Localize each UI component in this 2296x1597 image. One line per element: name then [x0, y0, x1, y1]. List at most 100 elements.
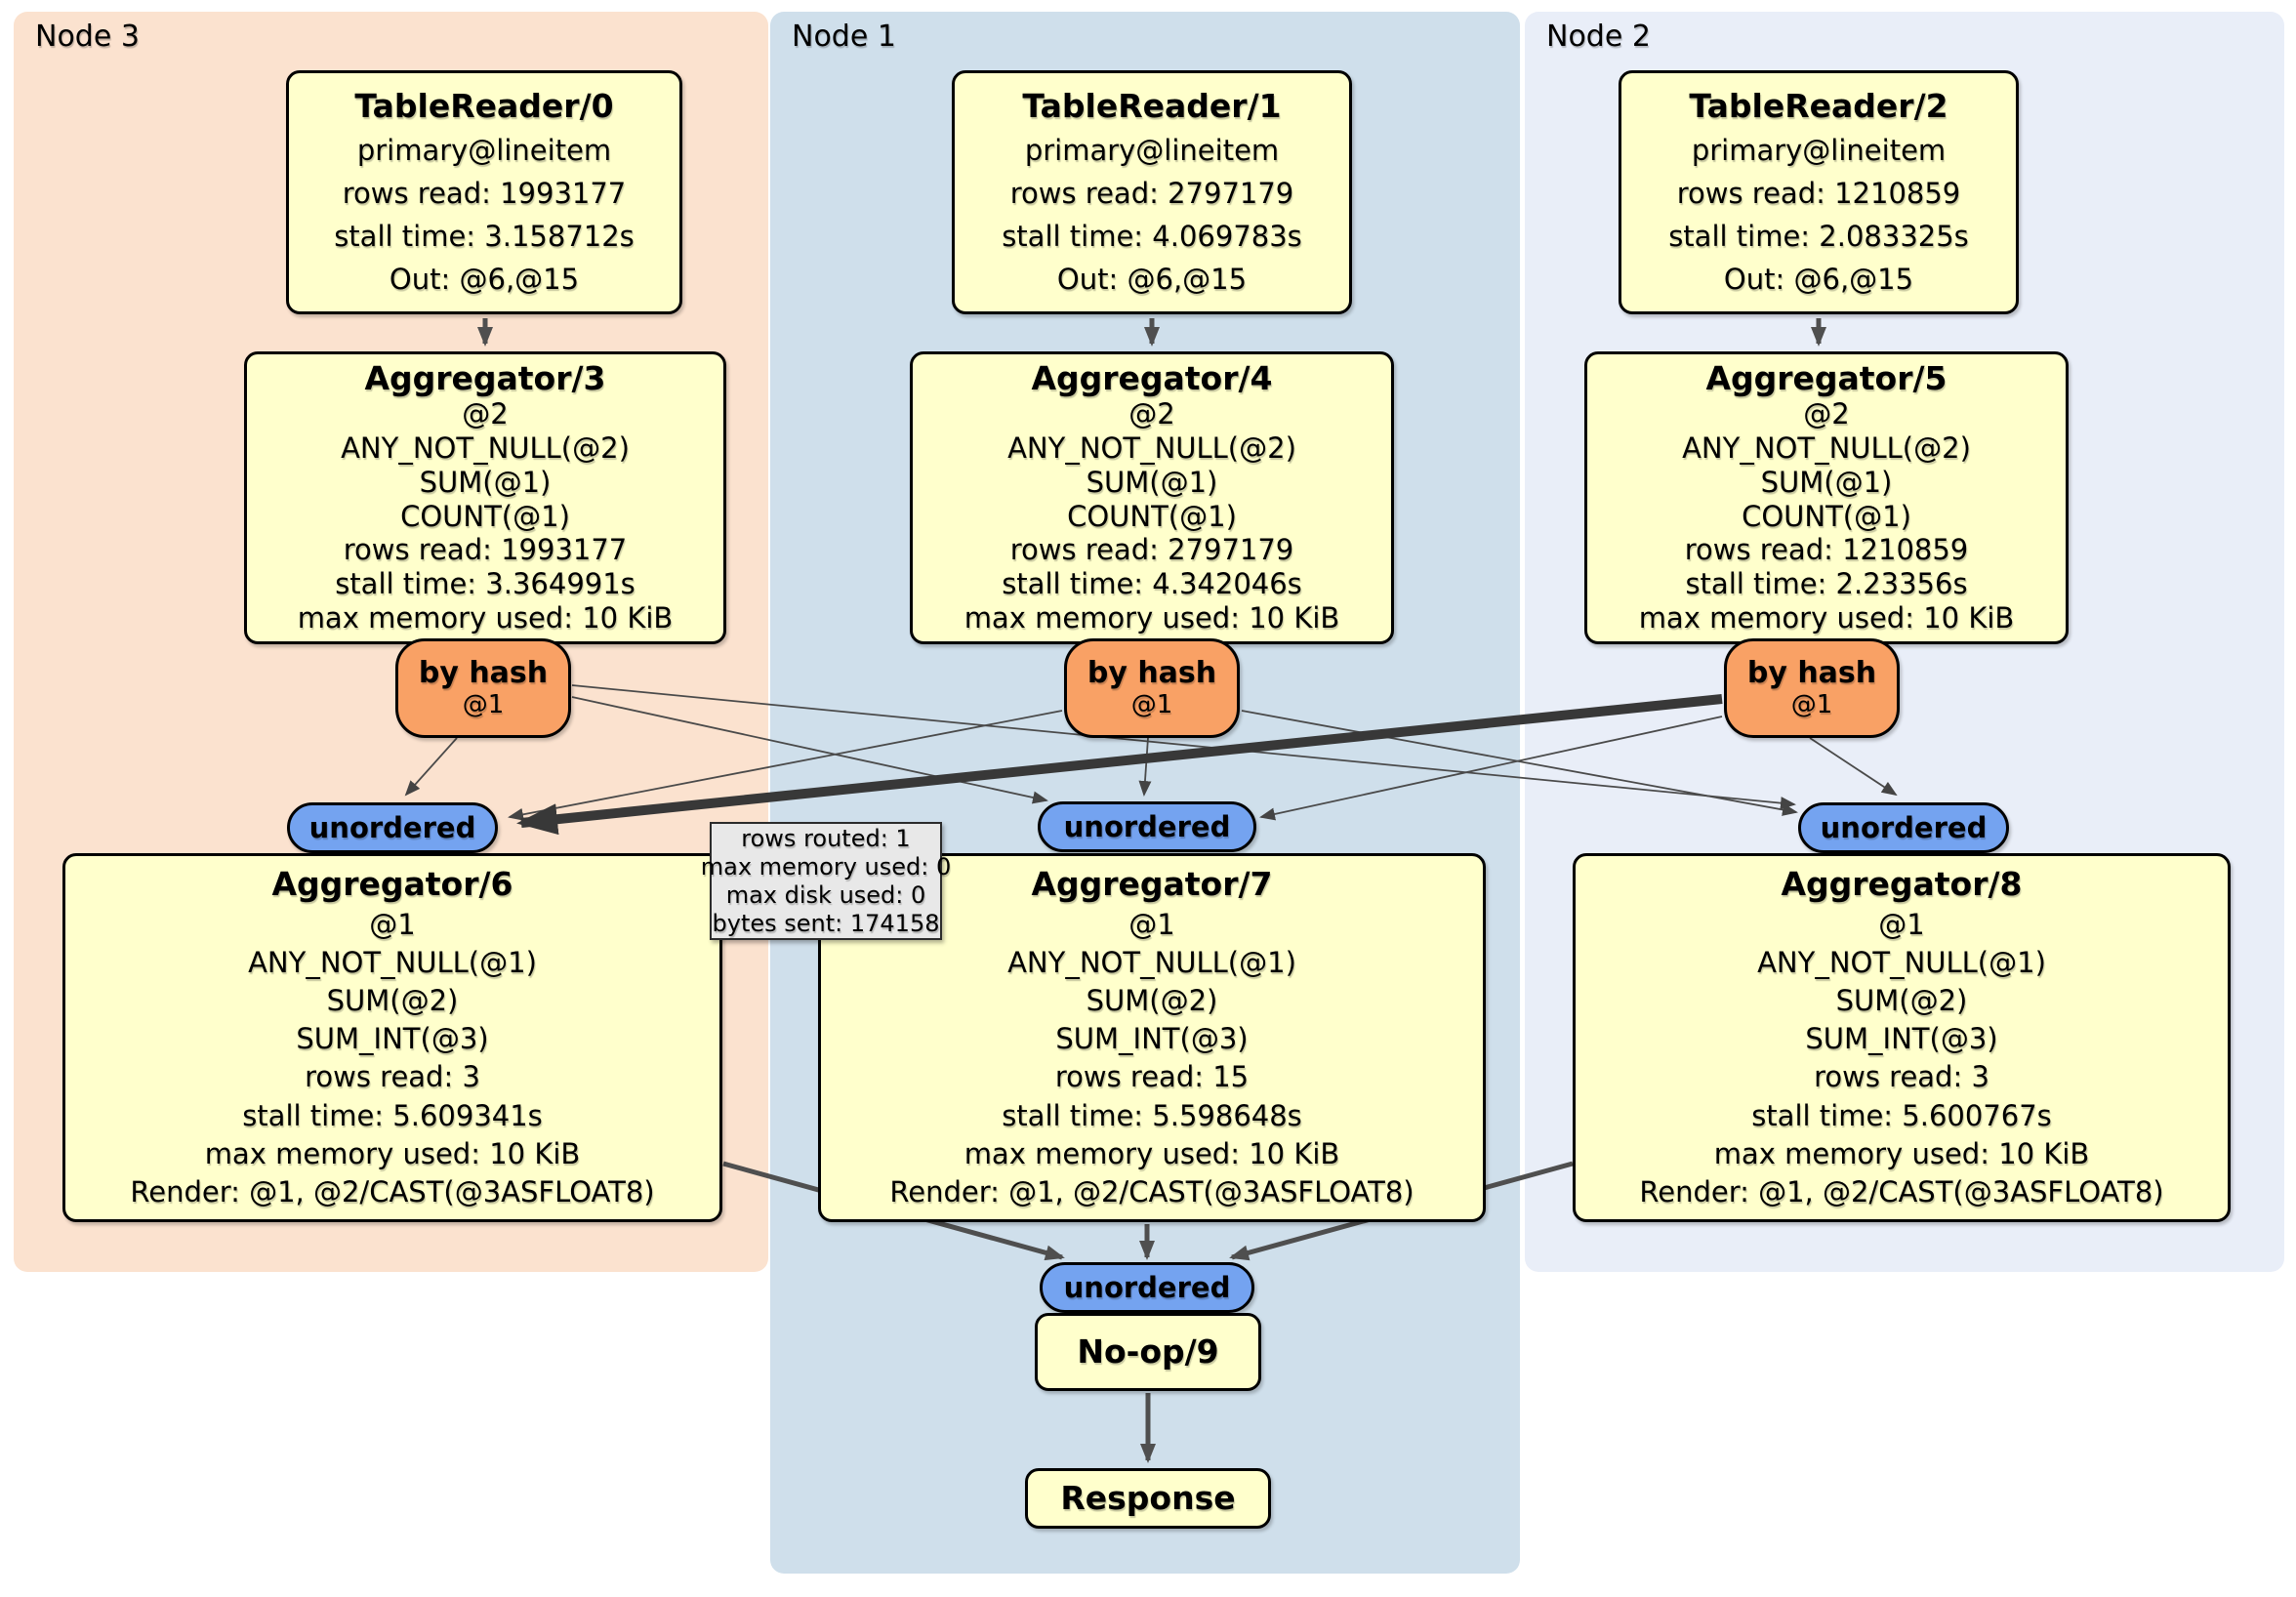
box-line: SUM(@2) — [326, 984, 459, 1018]
box-tablereader-2[interactable]: TableReader/2 primary@lineitem rows read… — [1619, 70, 2019, 314]
box-line: ANY_NOT_NULL(@2) — [1682, 431, 1971, 465]
box-line: primary@lineitem — [1691, 134, 1947, 168]
box-line: Render: @1, @2/CAST(@3ASFLOAT8) — [1639, 1174, 2164, 1208]
box-aggregator-4[interactable]: Aggregator/4 @2 ANY_NOT_NULL(@2) SUM(@1)… — [910, 351, 1394, 644]
box-line: Render: @1, @2/CAST(@3ASFLOAT8) — [889, 1174, 1414, 1208]
box-line: stall time: 5.609341s — [242, 1098, 543, 1132]
box-noop-9[interactable]: No-op/9 — [1035, 1313, 1261, 1391]
sync-label: unordered — [1063, 1271, 1231, 1304]
box-tablereader-0[interactable]: TableReader/0 primary@lineitem rows read… — [286, 70, 682, 314]
region-label-node1: Node 1 — [792, 20, 896, 54]
box-line: @1 — [1128, 907, 1175, 941]
box-tablereader-1[interactable]: TableReader/1 primary@lineitem rows read… — [952, 70, 1352, 314]
box-line: stall time: 3.364991s — [335, 567, 636, 601]
box-aggregator-3[interactable]: Aggregator/3 @2 ANY_NOT_NULL(@2) SUM(@1)… — [244, 351, 726, 644]
box-line: @2 — [1128, 397, 1175, 431]
box-line: ANY_NOT_NULL(@1) — [1757, 945, 2046, 979]
box-line: SUM(@1) — [1086, 465, 1218, 499]
box-line: stall time: 3.158712s — [334, 220, 635, 254]
box-line: COUNT(@1) — [1067, 499, 1237, 533]
box-line: rows read: 3 — [305, 1060, 480, 1094]
box-title: TableReader/2 — [1689, 87, 1948, 126]
router-detail: @1 — [462, 690, 505, 719]
box-line: COUNT(@1) — [1742, 499, 1911, 533]
box-line: Out: @6,@15 — [1723, 263, 1914, 297]
sync-unordered-node3[interactable]: unordered — [287, 802, 498, 853]
box-line: SUM(@1) — [1760, 465, 1893, 499]
box-line: SUM(@2) — [1835, 984, 1968, 1018]
box-line: @1 — [1878, 907, 1925, 941]
box-line: rows read: 1210859 — [1684, 533, 1969, 567]
sync-label: unordered — [1063, 810, 1231, 843]
box-line: stall time: 5.598648s — [1002, 1098, 1302, 1132]
tooltip-line: bytes sent: 174158 — [712, 909, 940, 937]
router-label: by hash — [1086, 656, 1217, 690]
tooltip-line: max disk used: 0 — [725, 880, 926, 909]
region-label-node3: Node 3 — [35, 20, 140, 54]
box-aggregator-5[interactable]: Aggregator/5 @2 ANY_NOT_NULL(@2) SUM(@1)… — [1584, 351, 2069, 644]
router-by-hash-node1[interactable]: by hash @1 — [1064, 638, 1240, 738]
box-line: SUM_INT(@3) — [1055, 1022, 1249, 1056]
box-line: SUM_INT(@3) — [1805, 1022, 1998, 1056]
box-aggregator-6[interactable]: Aggregator/6 @1 ANY_NOT_NULL(@1) SUM(@2)… — [62, 853, 722, 1222]
box-line: Render: @1, @2/CAST(@3ASFLOAT8) — [130, 1174, 655, 1208]
box-title: TableReader/1 — [1022, 87, 1282, 126]
sync-label: unordered — [1820, 811, 1988, 844]
box-line: max memory used: 10 KiB — [297, 601, 674, 635]
box-line: stall time: 4.069783s — [1002, 220, 1302, 254]
box-line: @2 — [462, 397, 509, 431]
box-line: ANY_NOT_NULL(@1) — [1007, 945, 1296, 979]
box-line: rows read: 2797179 — [1009, 533, 1294, 567]
sync-unordered-node1[interactable]: unordered — [1038, 801, 1256, 852]
router-by-hash-node3[interactable]: by hash @1 — [395, 638, 571, 738]
sync-unordered-node2[interactable]: unordered — [1798, 802, 2009, 853]
sync-unordered-final[interactable]: unordered — [1040, 1262, 1254, 1313]
router-detail: @1 — [1130, 690, 1173, 719]
box-title: No-op/9 — [1077, 1331, 1219, 1371]
box-title: Aggregator/6 — [271, 865, 513, 904]
box-title: Aggregator/7 — [1031, 865, 1273, 904]
box-line: stall time: 2.23356s — [1685, 567, 1968, 601]
tooltip-line: rows routed: 1 — [741, 824, 911, 852]
box-line: stall time: 2.083325s — [1668, 220, 1969, 254]
box-response[interactable]: Response — [1025, 1468, 1271, 1529]
box-line: max memory used: 10 KiB — [964, 1136, 1340, 1170]
box-line: rows read: 1993177 — [342, 177, 627, 211]
box-line: @2 — [1803, 397, 1850, 431]
box-title: TableReader/0 — [354, 87, 614, 126]
box-line: max memory used: 10 KiB — [964, 601, 1340, 635]
box-line: COUNT(@1) — [400, 499, 570, 533]
box-line: rows read: 1993177 — [343, 533, 628, 567]
box-title: Response — [1060, 1478, 1236, 1517]
box-line: max memory used: 10 KiB — [1638, 601, 2015, 635]
box-line: ANY_NOT_NULL(@2) — [341, 431, 630, 465]
box-line: rows read: 15 — [1054, 1060, 1250, 1094]
box-line: stall time: 5.600767s — [1751, 1098, 2052, 1132]
router-by-hash-node2[interactable]: by hash @1 — [1724, 638, 1900, 738]
box-line: ANY_NOT_NULL(@2) — [1007, 431, 1296, 465]
router-label: by hash — [1746, 656, 1877, 690]
box-aggregator-8[interactable]: Aggregator/8 @1 ANY_NOT_NULL(@1) SUM(@2)… — [1573, 853, 2231, 1222]
box-line: primary@lineitem — [356, 134, 612, 168]
box-line: primary@lineitem — [1024, 134, 1280, 168]
tooltip-line: max memory used: 0 — [700, 852, 952, 880]
box-line: ANY_NOT_NULL(@1) — [248, 945, 537, 979]
box-title: Aggregator/8 — [1781, 865, 2023, 904]
box-line: rows read: 1210859 — [1676, 177, 1961, 211]
sync-label: unordered — [308, 811, 476, 844]
box-line: stall time: 4.342046s — [1002, 567, 1302, 601]
box-line: @1 — [369, 907, 416, 941]
box-line: max memory used: 10 KiB — [1713, 1136, 2090, 1170]
box-line: SUM(@1) — [419, 465, 552, 499]
box-title: Aggregator/3 — [364, 358, 606, 397]
router-detail: @1 — [1790, 690, 1833, 719]
box-title: Aggregator/4 — [1031, 358, 1273, 397]
region-label-node2: Node 2 — [1546, 20, 1651, 54]
box-line: rows read: 2797179 — [1009, 177, 1294, 211]
box-line: SUM_INT(@3) — [296, 1022, 489, 1056]
router-label: by hash — [418, 656, 549, 690]
box-line: Out: @6,@15 — [1056, 263, 1248, 297]
edge-tooltip: rows routed: 1 max memory used: 0 max di… — [701, 822, 951, 940]
box-line: Out: @6,@15 — [389, 263, 580, 297]
